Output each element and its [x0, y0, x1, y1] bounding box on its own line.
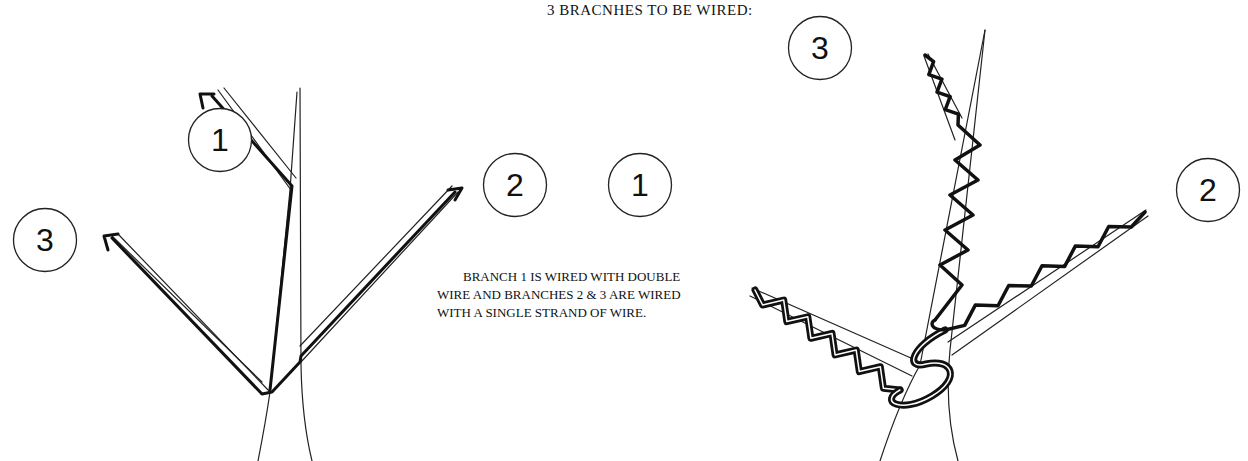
left-tree: [112, 88, 458, 461]
callout-number: 2: [1199, 174, 1217, 206]
circle-shape: [609, 154, 672, 217]
callout-circle: 2: [1175, 157, 1241, 223]
callout-number: 3: [811, 32, 829, 64]
callout-number: 2: [506, 169, 524, 201]
circle-shape: [789, 17, 852, 80]
callout-circle: 3: [12, 207, 78, 273]
circle-shape: [14, 209, 77, 272]
callout-circle: 1: [187, 107, 253, 173]
callout-circle: 1: [607, 152, 673, 218]
note-text: BRANCH 1 IS WIRED WITH DOUBLE WIRE AND B…: [437, 268, 707, 322]
diagram-title: 3 BRACNHES TO BE WIRED:: [547, 2, 753, 19]
wire-path: [112, 96, 455, 394]
callout-number: 1: [211, 124, 229, 156]
single-wire: [925, 55, 1145, 330]
callout-number: 3: [36, 224, 54, 256]
right-tree: [750, 30, 1148, 461]
circle-shape: [189, 109, 252, 172]
callout-circle: 2: [482, 152, 548, 218]
circle-shape: [1177, 159, 1240, 222]
callout-circle: 3: [787, 15, 853, 81]
callout-number: 1: [631, 169, 649, 201]
double-wire: [755, 290, 950, 405]
arrowheads: [104, 94, 462, 250]
circle-shape: [484, 154, 547, 217]
